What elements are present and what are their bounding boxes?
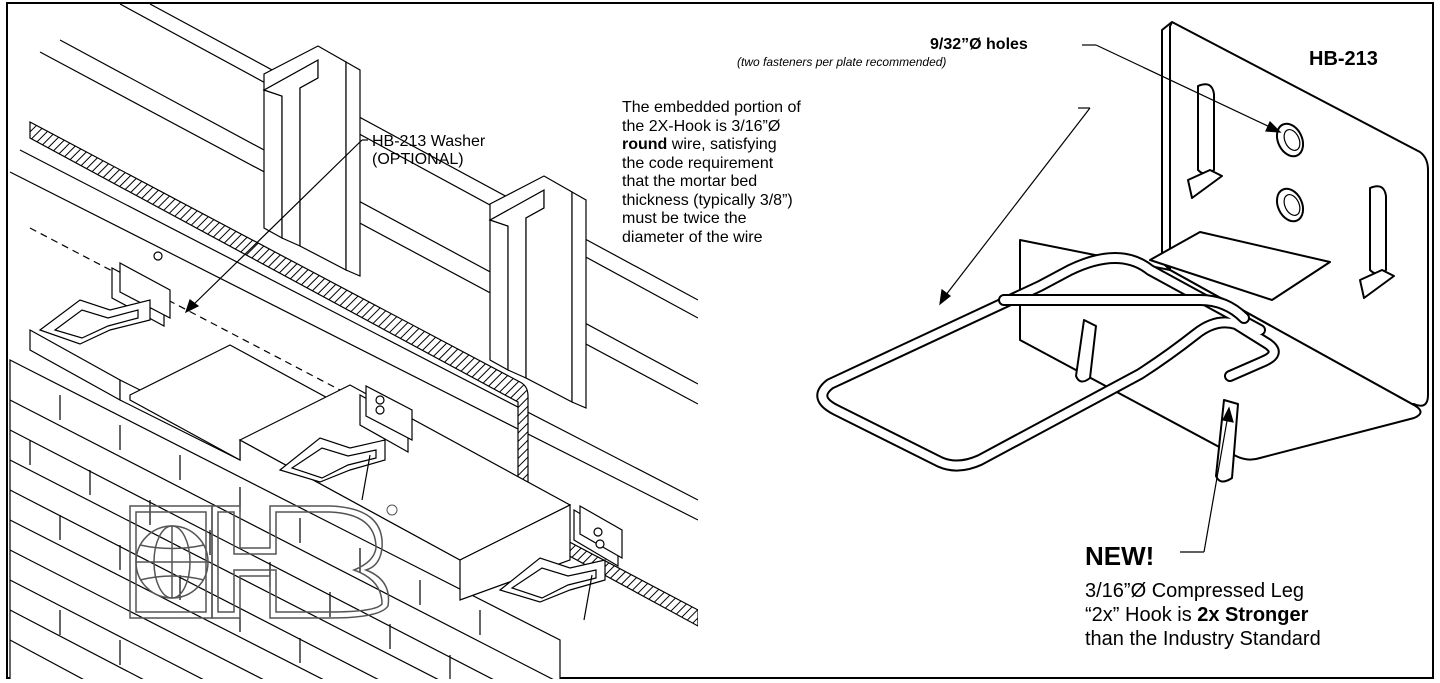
figure-frame <box>6 2 1434 679</box>
washer-callout-line1: HB-213 Washer <box>372 133 486 150</box>
embedded-note-line5: that the mortar bed <box>622 173 758 191</box>
anchor-1 <box>38 251 171 345</box>
compressed-leg-1 <box>1075 319 1097 383</box>
new-callout-line2-pre: “2x” Hook is <box>1085 604 1198 626</box>
embedded-note: The embedded portion of the 2X-Hook is 3… <box>622 99 801 247</box>
embedded-note-line4: the code requirement <box>622 154 774 172</box>
washer-callout: HB-213 Washer (OPTIONAL) <box>372 133 485 170</box>
model-label: HB-213 <box>1309 48 1378 70</box>
new-callout-line2: “2x” Hook is 2x Stronger <box>1085 603 1321 627</box>
fastener-hole-1 <box>1275 122 1305 158</box>
washer-leader <box>184 139 368 314</box>
embedded-note-line8: diameter of the wire <box>622 228 763 246</box>
embedded-note-line3-rest: wire, satisfying <box>667 136 777 154</box>
plate-window <box>1149 231 1331 301</box>
wall-assembly-drawing <box>9 4 698 679</box>
sheathing-lines <box>9 4 698 521</box>
embedded-note-line1: The embedded portion of <box>622 99 801 116</box>
new-callout-text: 3/16”Ø Compressed Leg “2x” Hook is 2x St… <box>1085 579 1321 651</box>
embedded-note-line3: round wire, satisfying <box>622 136 801 155</box>
embedded-note-line7: must be twice the <box>622 210 747 228</box>
holes-callout-note: (two fasteners per plate recommended) <box>737 55 947 69</box>
embedded-note-line6: thickness (typically 3/8”) <box>622 191 793 209</box>
anchor-3 <box>498 504 623 621</box>
brick-veneer <box>9 328 572 679</box>
steel-stud-1 <box>262 45 361 277</box>
holes-callout-label: 9/32”Ø holes <box>930 36 1028 53</box>
product-detail-drawing <box>816 21 1429 483</box>
fastener-hole-2 <box>1275 187 1305 223</box>
new-callout-line2-bold: 2x Stronger <box>1197 604 1309 626</box>
washer-callout-line2: (OPTIONAL) <box>372 151 464 169</box>
new-callout-line1: 3/16”Ø Compressed Leg <box>1085 580 1305 602</box>
right-leaders <box>939 44 1282 553</box>
steel-stud-2 <box>488 175 587 409</box>
embedded-note-bold: round <box>622 136 668 154</box>
anchor-2 <box>278 385 413 501</box>
hb-logo <box>129 504 398 619</box>
new-callout-heading: NEW! <box>1085 541 1155 571</box>
new-callout-line3: than the Industry Standard <box>1085 628 1321 650</box>
embedded-note-line2: the 2X-Hook is 3/16”Ø <box>622 117 781 135</box>
